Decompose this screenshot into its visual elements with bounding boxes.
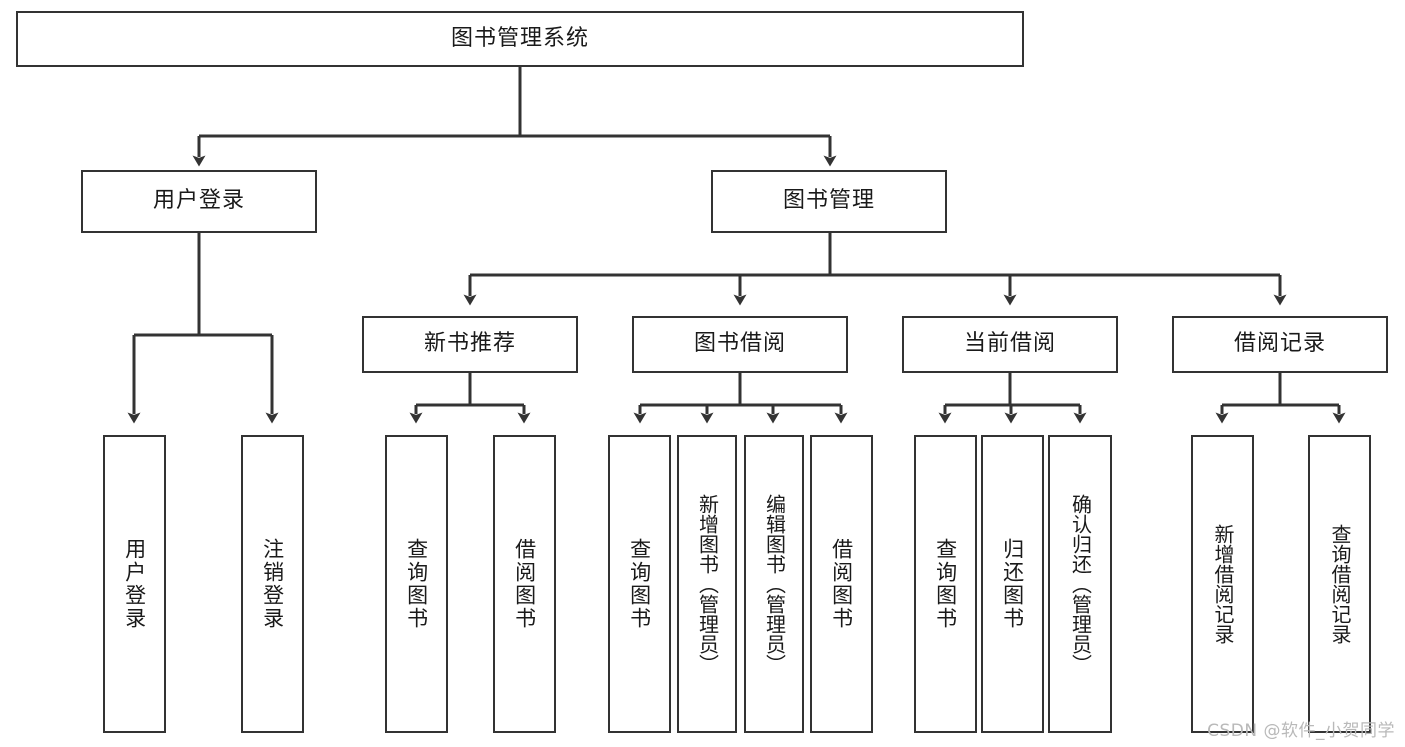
node-book-management-label: 图书管理 (782, 188, 875, 214)
leaf-query-book-2[interactable]: 查询图书 (608, 435, 671, 733)
node-book-borrow-label: 图书借阅 (693, 331, 786, 357)
leaf-query-borrow-record[interactable]: 查询借阅记录 (1308, 435, 1371, 733)
edge-group-new-book-rec (409, 373, 531, 424)
edge-group-book-borrow (633, 373, 848, 424)
node-user-login[interactable]: 用户登录 (81, 170, 317, 233)
leaf-edit-book-label: 编辑图书（管理员） (762, 494, 787, 674)
node-root[interactable]: 图书管理系统 (16, 11, 1024, 67)
leaf-return-book-label: 归还图书 (1000, 538, 1025, 630)
leaf-add-borrow-record[interactable]: 新增借阅记录 (1191, 435, 1254, 733)
leaf-query-book-3[interactable]: 查询图书 (914, 435, 977, 733)
node-new-book-recommend-label: 新书推荐 (423, 331, 516, 357)
leaf-query-book-2-label: 查询图书 (627, 538, 652, 630)
leaf-query-book-1[interactable]: 查询图书 (385, 435, 448, 733)
leaf-borrow-book-1-label: 借阅图书 (512, 538, 537, 630)
leaf-query-borrow-record-label: 查询借阅记录 (1328, 524, 1352, 644)
leaf-user-login[interactable]: 用户登录 (103, 435, 166, 733)
node-current-borrow-label: 当前借阅 (963, 331, 1056, 357)
leaf-add-borrow-record-label: 新增借阅记录 (1211, 524, 1235, 644)
node-book-borrow[interactable]: 图书借阅 (632, 316, 848, 373)
leaf-query-book-3-label: 查询图书 (933, 538, 958, 630)
leaf-borrow-book-2-label: 借阅图书 (829, 538, 854, 630)
edge-group-book-mgmt (463, 233, 1287, 306)
leaf-borrow-book-2[interactable]: 借阅图书 (810, 435, 873, 733)
node-user-login-label: 用户登录 (152, 188, 245, 214)
leaf-user-logout-label: 注销登录 (260, 538, 285, 630)
leaf-add-book-label: 新增图书（管理员） (695, 494, 720, 674)
edge-group-borrow-record (1215, 373, 1346, 424)
edge-group-user-login (127, 233, 279, 424)
node-current-borrow[interactable]: 当前借阅 (902, 316, 1118, 373)
leaf-user-login-label: 用户登录 (122, 538, 147, 630)
node-new-book-recommend[interactable]: 新书推荐 (362, 316, 578, 373)
edge-group-current-borrow (938, 373, 1087, 424)
leaf-add-book[interactable]: 新增图书（管理员） (677, 435, 737, 733)
edge-group-root (192, 67, 837, 167)
leaf-query-book-1-label: 查询图书 (404, 538, 429, 630)
leaf-return-book[interactable]: 归还图书 (981, 435, 1044, 733)
leaf-confirm-return[interactable]: 确认归还（管理员） (1048, 435, 1112, 733)
leaf-borrow-book-1[interactable]: 借阅图书 (493, 435, 556, 733)
node-book-management[interactable]: 图书管理 (711, 170, 947, 233)
leaf-confirm-return-label: 确认归还（管理员） (1068, 494, 1093, 674)
node-root-label: 图书管理系统 (450, 25, 589, 51)
leaf-user-logout[interactable]: 注销登录 (241, 435, 304, 733)
node-borrow-record[interactable]: 借阅记录 (1172, 316, 1388, 373)
leaf-edit-book[interactable]: 编辑图书（管理员） (744, 435, 804, 733)
node-borrow-record-label: 借阅记录 (1233, 331, 1326, 357)
csdn-watermark: CSDN @软件_小贺同学 (1207, 721, 1395, 741)
